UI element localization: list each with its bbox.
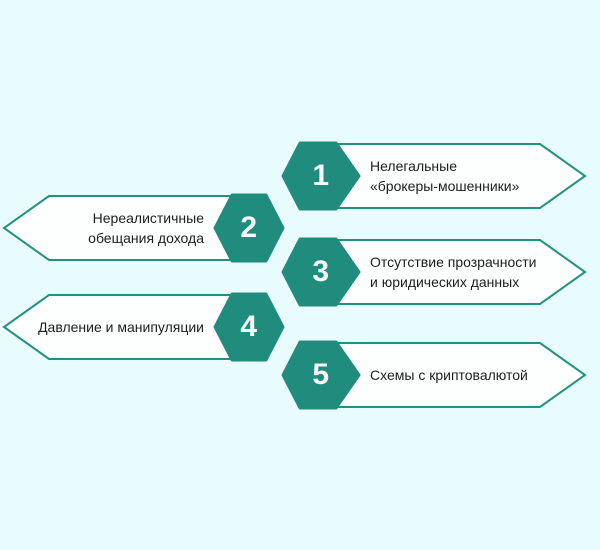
step-label-line1: Отсутствие прозрачности — [370, 254, 537, 270]
step-item-1: 1 Нелегальные «брокеры-мошенники» — [278, 141, 588, 211]
step-label: Схемы с криптовалютой — [370, 343, 570, 407]
step-3-shapes — [281, 237, 587, 307]
step-label: Нелегальные «брокеры-мошенники» — [370, 144, 570, 208]
step-label: Отсутствие прозрачности и юридических да… — [370, 240, 570, 304]
step-label-line1: Нелегальные — [370, 158, 458, 174]
step-label-line2: и юридических данных — [370, 274, 520, 290]
step-label-line1: Схемы с криптовалютой — [370, 367, 528, 383]
step-item-3: 3 Отсутствие прозрачности и юридических … — [278, 237, 588, 307]
step-item-4: 4 Давление и манипуляции — [2, 292, 292, 362]
step-number: 2 — [240, 211, 258, 244]
step-number: 5 — [312, 358, 330, 391]
step-hexagon — [213, 193, 285, 263]
step-hexagon — [281, 141, 361, 211]
step-label-line1: Давление и манипуляции — [38, 319, 204, 335]
step-item-2: 2 Нереалистичные обещания дохода — [2, 193, 292, 263]
step-hexagon — [213, 292, 285, 362]
step-1-shapes — [281, 141, 587, 211]
step-item-5: 5 Схемы с криптовалютой — [278, 340, 588, 410]
step-hexagon — [281, 340, 361, 410]
step-5-shapes — [281, 340, 587, 410]
step-label: Давление и манипуляции — [24, 295, 204, 359]
step-2-shapes — [2, 193, 285, 263]
step-number: 4 — [240, 310, 258, 343]
step-label: Нереалистичные обещания дохода — [24, 196, 204, 260]
step-hexagon — [281, 237, 361, 307]
step-label-line1: Нереалистичные — [92, 210, 204, 226]
step-label-line2: обещания дохода — [88, 230, 204, 246]
step-number: 1 — [312, 159, 330, 192]
step-number: 3 — [312, 255, 330, 288]
step-label-line2: «брокеры-мошенники» — [370, 178, 520, 194]
step-4-shapes — [2, 292, 285, 362]
